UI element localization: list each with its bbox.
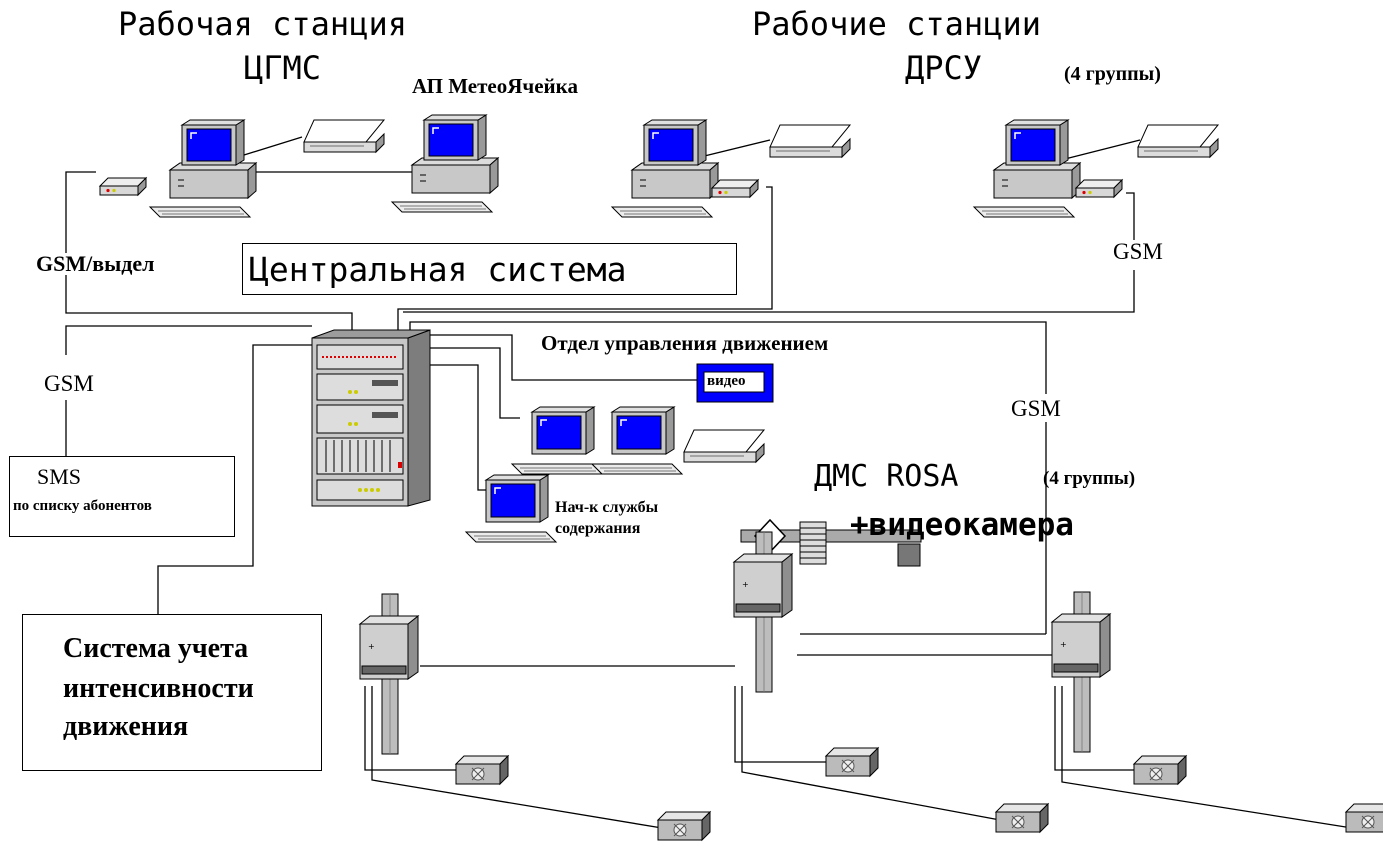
server-rack-icon [311, 329, 431, 507]
traffic-dept-label: Отдел управления движением [541, 331, 829, 355]
central-system-label: Центральная система [249, 250, 627, 289]
printer-icon [303, 119, 385, 153]
sensor-icon [995, 803, 1049, 833]
ws-drsu-subtitle: ДРСУ [905, 49, 983, 87]
monitor-icon [465, 474, 557, 543]
ws-cgms-title: Рабочая станция [118, 5, 407, 43]
gsm-drsu-label: GSM [1113, 239, 1163, 264]
sensor-icon [657, 811, 711, 841]
printer-icon [683, 429, 765, 463]
ap-meteo-label: АП МетеоЯчейка [412, 74, 578, 98]
modem-icon [1075, 179, 1123, 198]
head-label-1: Нач-к службы [555, 499, 659, 516]
dms-rosa-label: ДМС ROSA [814, 459, 959, 494]
modem-icon [99, 177, 147, 196]
gsm-rosa-label: GSM [1007, 395, 1065, 422]
counting-line-2: интенсивности [63, 673, 254, 704]
sms-title: SMS [37, 464, 82, 489]
sensor-icon [1133, 755, 1187, 785]
counting-line-1: Система учета [63, 633, 249, 664]
computer-icon [973, 119, 1081, 218]
ws-cgms-subtitle: ЦГМС [244, 49, 322, 87]
central-system-box: Центральная система [242, 243, 737, 295]
sensor-icon [455, 755, 509, 785]
video-display-icon [696, 363, 774, 403]
gsm-dedicated-label: GSM/выдел [34, 251, 157, 276]
computer-icon [611, 119, 719, 218]
pole-icon [359, 593, 419, 755]
monitor-icon [591, 406, 683, 475]
drsu-groups-label: (4 группы) [1064, 63, 1161, 85]
camera-label: +видеокамера [850, 507, 1074, 543]
counting-line-3: движения [63, 711, 189, 742]
printer-icon [1137, 124, 1219, 158]
head-label-2: содержания [555, 520, 641, 537]
printer-icon [769, 124, 851, 158]
computer-icon [391, 114, 499, 213]
monitor-icon [511, 406, 603, 475]
modem-icon [711, 179, 759, 198]
pole-icon [1051, 591, 1111, 753]
ws-drsu-title: Рабочие станции [752, 5, 1041, 43]
gsm-sms-label: GSM [44, 371, 94, 396]
video-label: видео [707, 373, 746, 389]
rosa-groups-label: (4 группы) [1043, 468, 1136, 489]
pole-icon [733, 531, 793, 693]
sms-box: SMS по списку абонентов [9, 456, 235, 537]
counting-system-box: Система учета интенсивности движения [22, 614, 322, 771]
computer-icon [149, 119, 257, 218]
sms-subtitle: по списку абонентов [13, 498, 152, 514]
sensor-icon [825, 747, 879, 777]
sensor-icon [1345, 803, 1383, 833]
